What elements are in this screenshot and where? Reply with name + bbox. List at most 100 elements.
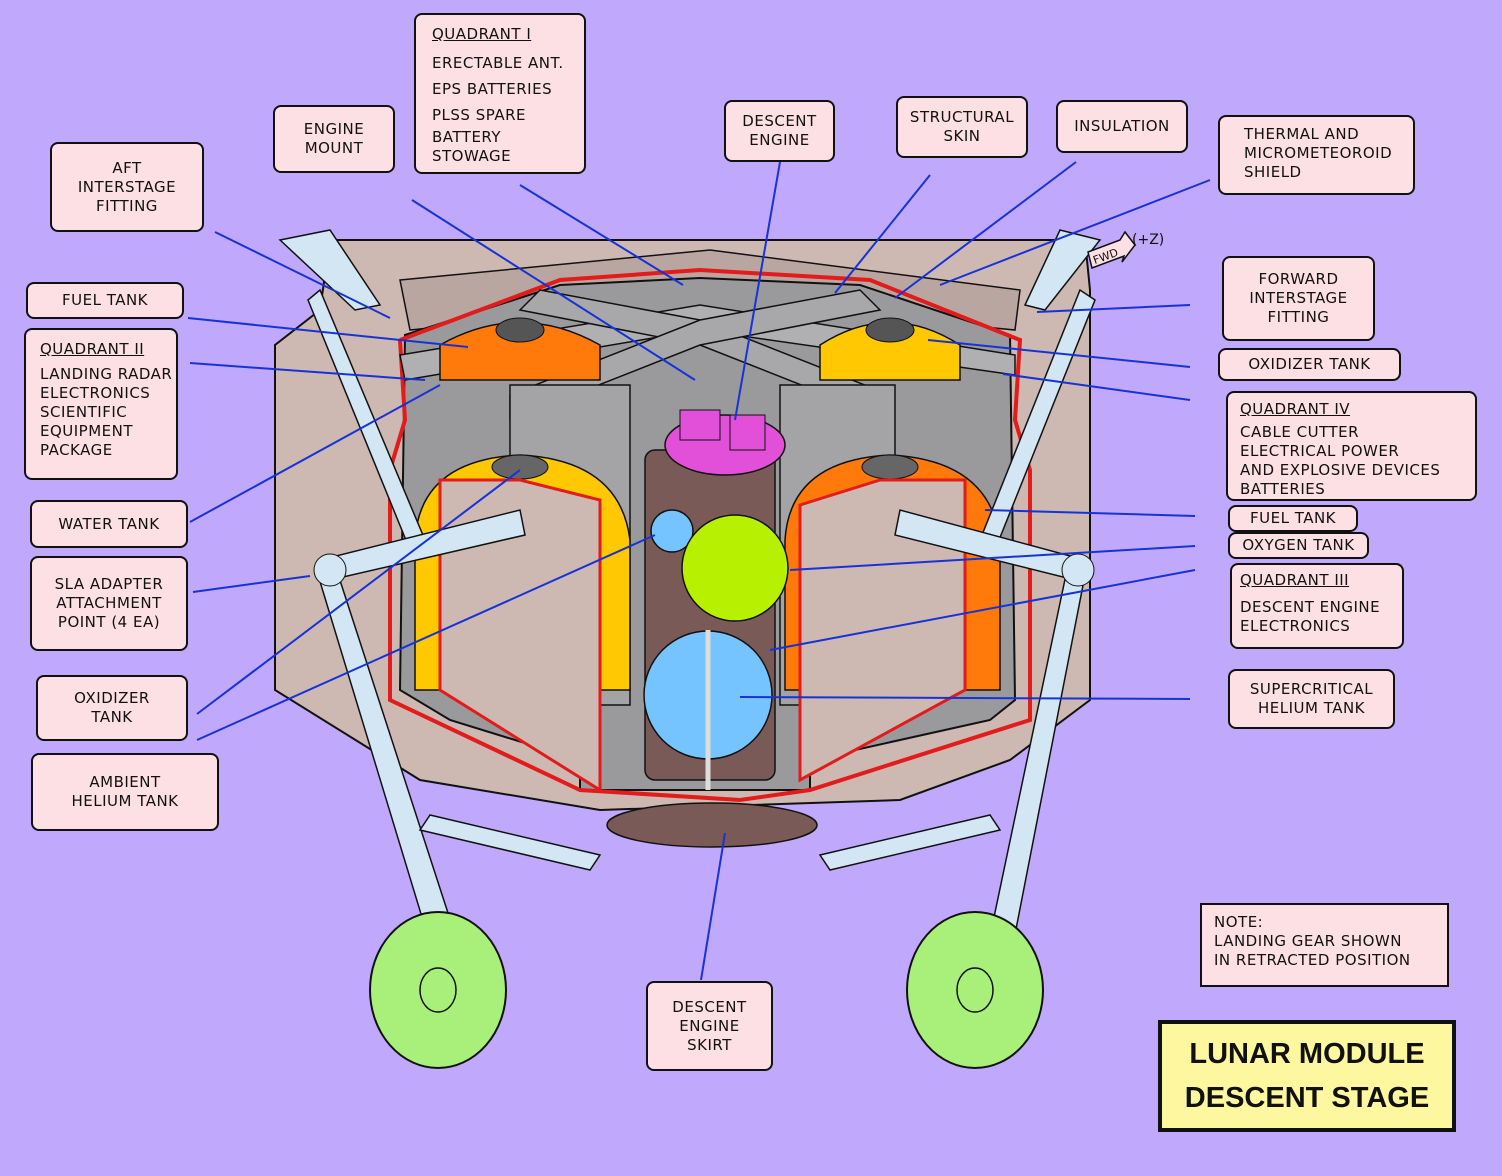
quadrant-heading: QUADRANT I (432, 25, 532, 43)
fwd-axis-text: (+Z) (1132, 232, 1164, 248)
note-line: NOTE: (1214, 913, 1264, 931)
label-oxidizer-tank-left: OXIDIZER TANK (36, 675, 188, 741)
label-line: ENGINE (303, 120, 365, 138)
label-line: ELECTRONICS (40, 384, 151, 402)
label-line: MICROMETEOROID (1244, 144, 1393, 162)
landing-gear-struts (278, 229, 1102, 961)
front-panel-right (798, 478, 967, 783)
descent-engine-valve-a (679, 409, 721, 441)
label-line: TANK (91, 708, 133, 726)
label-line: STRUCTURAL (909, 108, 1015, 126)
label-line: ENGINE (749, 131, 810, 149)
label-line: DESCENT (672, 997, 747, 1016)
label-line: BATTERY (432, 128, 502, 146)
label-ambient-helium-tank: AMBIENT HELIUM TANK (31, 753, 219, 831)
label-line: CABLE CUTTER (1240, 423, 1360, 441)
label-line: SLA ADAPTER (54, 575, 164, 593)
label-line: OXYGEN TANK (1242, 536, 1355, 554)
label-line: AMBIENT (89, 773, 161, 791)
label-line: SKIRT (687, 1035, 732, 1054)
label-line: AND EXPLOSIVE DEVICES (1240, 461, 1441, 479)
quadrant-heading: QUADRANT III (1240, 571, 1350, 589)
label-line: INTERSTAGE (1249, 289, 1348, 307)
label-line: FORWARD (1258, 270, 1339, 288)
label-line: FUEL TANK (1249, 509, 1337, 527)
label-line: OXIDIZER TANK (1248, 355, 1371, 373)
fuel-tank-upper-left-port (495, 317, 545, 343)
quadrant-heading: QUADRANT IV (1240, 400, 1351, 418)
label-line: SKIN (943, 127, 981, 145)
label-insulation: INSULATION (1056, 100, 1188, 153)
label-descent-engine: DESCENT ENGINE (724, 100, 835, 162)
label-sla-adapter: SLA ADAPTER ATTACHMENT POINT (4 EA) (30, 556, 188, 651)
ambient-helium-tank (650, 509, 694, 553)
label-line: EPS BATTERIES (432, 80, 553, 98)
label-line: POINT (4 EA) (57, 613, 161, 631)
label-descent-engine-skirt: DESCENT ENGINE SKIRT (646, 981, 773, 1071)
label-structural-skin: STRUCTURAL SKIN (896, 96, 1028, 158)
label-line: FITTING (96, 196, 158, 215)
label-line: BATTERIES (1240, 480, 1326, 498)
quadrant-heading: QUADRANT II (40, 340, 145, 358)
fwd-arrow-icon (1087, 230, 1136, 269)
label-line: LANDING RADAR (40, 365, 173, 383)
label-thermal-shield: THERMAL AND MICROMETEOROID SHIELD (1218, 115, 1415, 195)
label-line: OXIDIZER (74, 689, 150, 707)
label-oxygen-tank: OXYGEN TANK (1228, 532, 1369, 559)
footpad-left-hub (419, 967, 457, 1013)
label-line: THERMAL AND (1244, 125, 1360, 143)
title-line-2: DESCENT STAGE (1184, 1082, 1430, 1114)
diagram-title: LUNAR MODULE DESCENT STAGE (1158, 1020, 1456, 1132)
label-oxidizer-tank-right: OXIDIZER TANK (1218, 348, 1401, 381)
label-line: INSULATION (1074, 117, 1170, 135)
label-line: ELECTRONICS (1240, 617, 1351, 635)
label-line: EQUIPMENT (40, 422, 134, 440)
label-line: SCIENTIFIC (40, 403, 128, 421)
label-aft-interstage-fitting: AFT INTERSTAGE FITTING (50, 142, 204, 232)
fuel-tank-lower-right-port (861, 454, 919, 480)
title-line-1: LUNAR MODULE (1189, 1038, 1425, 1070)
sla-attachment-right (1061, 553, 1095, 587)
label-line: ERECTABLE ANT. (432, 54, 564, 72)
oxidizer-tank-upper-right-port (865, 317, 915, 343)
label-supercritical-helium-tank: SUPERCRITICAL HELIUM TANK (1228, 669, 1395, 729)
label-line: DESCENT (742, 112, 817, 130)
label-line: INTERSTAGE (77, 177, 177, 196)
label-line: PLSS SPARE (432, 106, 526, 124)
label-line: ENGINE (679, 1016, 740, 1035)
note-line: IN RETRACTED POSITION (1214, 951, 1411, 969)
label-quadrant-1: QUADRANT I ERECTABLE ANT. EPS BATTERIES … (414, 13, 586, 174)
oxidizer-tank-lower-left-port (491, 454, 549, 480)
note-line: LANDING GEAR SHOWN (1214, 932, 1402, 950)
label-line: FITTING (1267, 308, 1330, 326)
label-line: AFT (112, 158, 142, 177)
sla-attachment-left (313, 553, 347, 587)
descent-engine-skirt (606, 802, 818, 848)
label-quadrant-4: QUADRANT IV CABLE CUTTER ELECTRICAL POWE… (1226, 391, 1477, 501)
label-water-tank: WATER TANK (30, 500, 188, 548)
note-box: NOTE: LANDING GEAR SHOWN IN RETRACTED PO… (1200, 903, 1449, 987)
label-engine-mount: ENGINE MOUNT (273, 105, 395, 173)
label-line: HELIUM TANK (1257, 699, 1366, 717)
label-line: ELECTRICAL POWER (1240, 442, 1400, 460)
label-line: STOWAGE (432, 147, 512, 165)
label-line: ATTACHMENT (56, 594, 162, 612)
label-quadrant-2: QUADRANT II LANDING RADAR ELECTRONICS SC… (24, 328, 178, 480)
label-line: WATER TANK (58, 514, 160, 533)
label-fuel-tank-left: FUEL TANK (26, 282, 184, 319)
footpad-right-hub (956, 967, 994, 1013)
leader-lines (187, 161, 1211, 981)
label-line: MOUNT (304, 139, 364, 157)
oxygen-tank (681, 514, 789, 622)
descent-engine-valve-b (729, 414, 766, 451)
label-line: SUPERCRITICAL (1249, 680, 1374, 698)
label-line: DESCENT ENGINE (1240, 598, 1381, 616)
label-fuel-tank-right: FUEL TANK (1228, 505, 1358, 532)
label-quadrant-3: QUADRANT III DESCENT ENGINE ELECTRONICS (1230, 563, 1404, 649)
label-forward-interstage-fitting: FORWARD INTERSTAGE FITTING (1222, 256, 1375, 341)
label-line: SHIELD (1244, 163, 1302, 181)
label-line: PACKAGE (40, 441, 113, 459)
label-line: FUEL TANK (61, 291, 149, 309)
label-line: HELIUM TANK (71, 792, 179, 810)
